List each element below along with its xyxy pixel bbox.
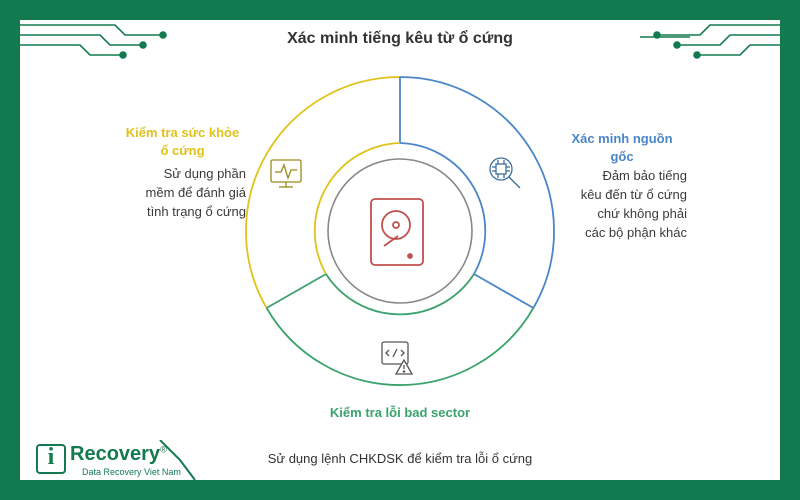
logo-i-badge: i bbox=[36, 444, 66, 474]
health-check-desc-line: mềm để đánh giá bbox=[145, 185, 246, 200]
inner-ring-source bbox=[399, 142, 487, 275]
health-check-description: Sử dụng phần mềm để đánh giá tình trạng … bbox=[116, 164, 246, 221]
source-desc-line: chứ không phải bbox=[597, 206, 687, 221]
center-circle bbox=[327, 158, 473, 304]
circuit-decoration-right bbox=[640, 24, 800, 59]
health-check-title-line1: Kiểm tra sức khỏe bbox=[125, 125, 240, 140]
logo-registered-mark: ® bbox=[160, 444, 167, 455]
hard-drive-icon bbox=[370, 198, 424, 266]
source-desc-line: kêu đến từ ổ cứng bbox=[580, 187, 687, 202]
monitor-pulse-icon bbox=[270, 159, 302, 188]
logo-i-letter: i bbox=[47, 444, 55, 470]
bad-sector-title: Kiểm tra lỗi bad sector bbox=[329, 405, 471, 420]
source-title: Xác minh nguồn gốc bbox=[552, 130, 692, 166]
outer-ring-bad-sector bbox=[265, 307, 535, 386]
chip-magnifier-icon bbox=[489, 157, 521, 189]
health-check-desc-line: Sử dụng phần bbox=[163, 166, 246, 181]
health-check-title: Kiểm tra sức khỏe ổ cứng bbox=[110, 124, 255, 160]
health-check-title-line2: ổ cứng bbox=[160, 143, 205, 158]
source-title-line1: Xác minh nguồn bbox=[571, 131, 673, 146]
brand-logo: i Recovery® Data Recovery Viet Nam bbox=[20, 440, 220, 480]
logo-tagline: Data Recovery Viet Nam bbox=[82, 467, 181, 477]
code-warning-icon bbox=[381, 341, 414, 375]
inner-ring-health bbox=[313, 142, 401, 275]
outer-ring-health bbox=[245, 76, 401, 309]
source-title-line2: gốc bbox=[610, 149, 634, 164]
logo-brand-text: Recovery bbox=[70, 443, 161, 465]
circuit-decoration-left bbox=[20, 24, 167, 59]
logo-brand-name: Recovery® bbox=[70, 443, 167, 466]
source-description: Đảm bảo tiếng kêu đến từ ổ cứng chứ khôn… bbox=[555, 166, 687, 242]
bad-sector-description: Sử dụng lệnh CHKDSK để kiểm tra lỗi ổ cứ… bbox=[267, 451, 533, 466]
diagram-title: Xác minh tiếng kêu từ ổ cứng bbox=[287, 30, 513, 47]
outer-ring-source bbox=[399, 76, 555, 309]
inner-ring-bad-sector bbox=[325, 273, 475, 316]
source-desc-line: các bộ phận khác bbox=[585, 225, 687, 240]
source-desc-line: Đảm bảo tiếng bbox=[602, 168, 687, 183]
health-check-desc-line: tình trạng ổ cứng bbox=[146, 204, 246, 219]
